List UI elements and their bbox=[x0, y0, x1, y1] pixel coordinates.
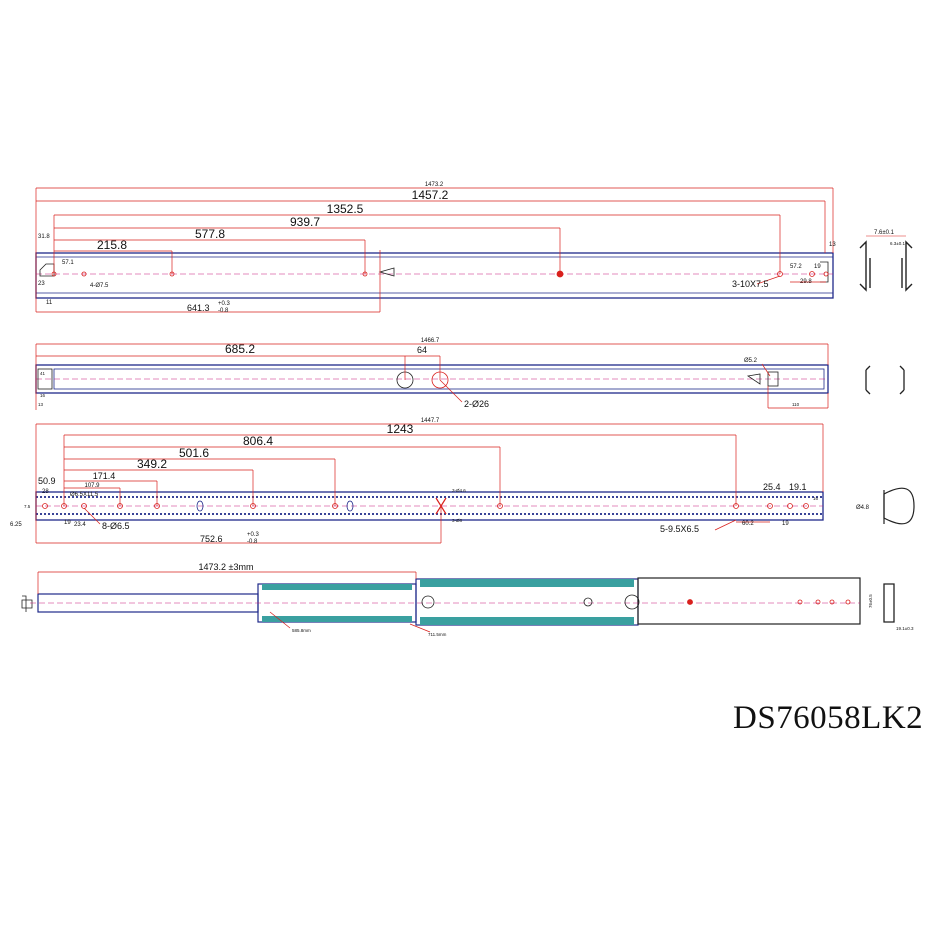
dim-577: 577.8 bbox=[195, 227, 225, 241]
view-4-assembly bbox=[21, 577, 895, 626]
dim-holes-6: 8-Ø6.5 bbox=[102, 521, 130, 531]
dim-1243: 1243 bbox=[387, 422, 414, 436]
dim-107: 107.9 bbox=[84, 483, 100, 489]
dim-171: 171.4 bbox=[93, 471, 116, 481]
dim-1352: 1352.5 bbox=[327, 202, 364, 216]
view-2-section bbox=[865, 365, 905, 395]
dim-19-v4: 19.1±0.3 bbox=[896, 626, 914, 631]
dim-57b: 57.2 bbox=[790, 264, 802, 270]
dim-939: 939.7 bbox=[290, 215, 320, 229]
dim-64: 64 bbox=[417, 345, 427, 355]
dim-191: 19.1 bbox=[789, 482, 807, 492]
view-1-holes bbox=[51, 270, 829, 278]
view-2-outline bbox=[35, 364, 829, 394]
dim-585: 585.8mm bbox=[292, 628, 311, 633]
dim-641: 641.3 bbox=[187, 303, 210, 313]
dim-641-tol-minus: -0.8 bbox=[218, 308, 229, 314]
dim-711: 711.5mm bbox=[428, 632, 447, 637]
dim-19-v3: 19 bbox=[64, 520, 71, 526]
view-3-section bbox=[883, 487, 915, 525]
dim-641-tol-plus: +0.3 bbox=[218, 301, 231, 307]
view-1-dimension-lines bbox=[35, 187, 834, 313]
dim-13-v2: 13 bbox=[38, 402, 44, 407]
view-3-dimension-lines bbox=[35, 423, 824, 544]
dim-752: 752.6 bbox=[200, 534, 223, 544]
mark-a: 3-Ø4.6 bbox=[452, 488, 466, 493]
dim-1473-assembly: 1473.2 ±3mm bbox=[199, 562, 254, 572]
dim-75: 7.5 bbox=[24, 504, 31, 509]
dim-slot-small: Ø6.5X11.5 bbox=[70, 492, 99, 498]
dim-sec-w1: 7.6±0.1 bbox=[874, 230, 895, 236]
view-4-dimension-lines bbox=[37, 571, 431, 633]
dim-sec-w2: 6.3±0.1 bbox=[890, 241, 905, 246]
dim-1457: 1457.2 bbox=[412, 188, 449, 202]
dim-16: 16 bbox=[40, 393, 46, 398]
dim-holes-26: 2-Ø26 bbox=[464, 399, 489, 409]
dim-1447: 1447.7 bbox=[421, 418, 440, 424]
dim-holes-left: 4-Ø7.5 bbox=[90, 283, 109, 289]
dim-slots: 3-10X7.5 bbox=[732, 279, 769, 289]
dim-28: 28 bbox=[42, 489, 49, 495]
mark-b: 3-Ø8 bbox=[452, 518, 463, 523]
view-3-outline bbox=[35, 491, 824, 521]
dim-13: 13 bbox=[829, 242, 836, 248]
view-2-dimension-lines bbox=[35, 343, 829, 410]
dim-501: 501.6 bbox=[179, 446, 209, 460]
dim-16-v3: 16 bbox=[813, 496, 819, 501]
dim-23: 23 bbox=[38, 281, 45, 287]
dim-76: 76±0.5 bbox=[868, 594, 873, 608]
view-3-holes bbox=[42, 500, 809, 512]
dim-602: 60.2 bbox=[742, 521, 754, 527]
dim-31: 31.8 bbox=[38, 234, 50, 240]
dim-806: 806.4 bbox=[243, 434, 273, 448]
dim-57: 57.1 bbox=[62, 260, 74, 266]
dim-sec-d: Ø4.8 bbox=[856, 505, 870, 511]
dim-752-tol-minus: -0.8 bbox=[247, 539, 258, 545]
dim-349: 349.2 bbox=[137, 457, 167, 471]
dim-23-v3: 23.4 bbox=[74, 522, 86, 528]
dim-254: 25.4 bbox=[763, 482, 781, 492]
dim-19b-v3: 19 bbox=[782, 521, 789, 527]
dim-1466: 1466.7 bbox=[421, 338, 440, 344]
view-1-section bbox=[859, 235, 913, 292]
dim-752-tol-plus: +0.3 bbox=[247, 532, 260, 538]
dim-685: 685.2 bbox=[225, 342, 255, 356]
dim-215: 215.8 bbox=[97, 238, 127, 252]
dim-slots-v3: 5-9.5X6.5 bbox=[660, 524, 699, 534]
dim-50: 50.9 bbox=[38, 476, 56, 486]
view-1-outline bbox=[35, 252, 834, 299]
dim-19: 19 bbox=[814, 264, 821, 270]
dim-41: 41 bbox=[40, 371, 46, 376]
part-number: DS76058LK2 bbox=[733, 700, 924, 736]
dim-1473: 1473.2 bbox=[425, 182, 444, 188]
dim-29: 29.8 bbox=[800, 279, 812, 285]
dim-hole-small: Ø5.2 bbox=[744, 358, 758, 364]
dim-625: 6.25 bbox=[10, 522, 22, 528]
dim-11: 11 bbox=[46, 300, 53, 306]
dim-110: 110 bbox=[792, 402, 800, 407]
